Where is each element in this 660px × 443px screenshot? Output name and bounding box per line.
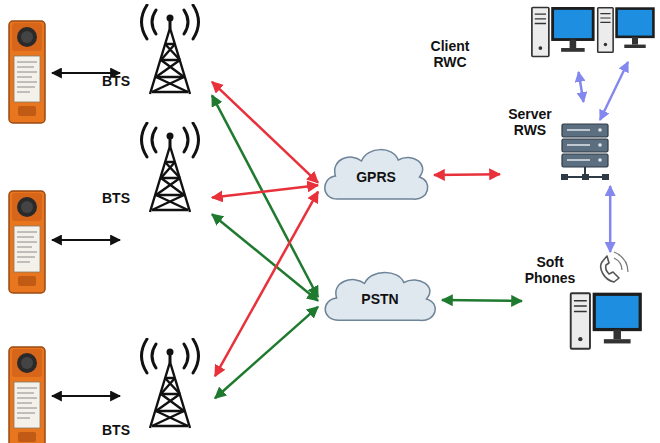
- client-computer-icon: [532, 7, 593, 56]
- node-label: BTS: [102, 422, 130, 438]
- link-arrow: [442, 299, 522, 302]
- radio-link: [52, 395, 120, 397]
- bts-tower-icon: [142, 5, 199, 94]
- softphone-computer-icon: [571, 293, 640, 349]
- node-label: Client RWC: [424, 38, 476, 70]
- server-icon: [561, 124, 609, 180]
- node-label: GPRS: [318, 169, 434, 185]
- bts-node: BTS: [100, 8, 212, 98]
- node-label: BTS: [102, 190, 130, 206]
- radio-link: [52, 239, 120, 241]
- network-cloud: PSTN: [318, 266, 442, 328]
- radio-device: [9, 21, 45, 123]
- link-arrow: [434, 173, 500, 176]
- bts-node: BTS: [100, 124, 212, 216]
- client-link: [600, 62, 628, 120]
- radio-device: [9, 191, 45, 293]
- link-arrow: [212, 95, 318, 297]
- link-arrow: [215, 307, 318, 398]
- client-node: Client RWC: [422, 2, 604, 72]
- link-arrow: [215, 192, 318, 377]
- server-node: Server RWS: [500, 102, 616, 186]
- link-arrow: [212, 82, 318, 183]
- bts-node: BTS: [100, 330, 215, 440]
- bts-tower-icon: [142, 123, 199, 212]
- phone-icon: [614, 252, 628, 272]
- node-label: Server RWS: [502, 106, 558, 138]
- bts-tower-icon: [142, 339, 199, 428]
- client-computer-icon: [598, 8, 654, 53]
- node-label: BTS: [102, 73, 130, 89]
- link-arrow: [609, 186, 612, 252]
- link-arrow: [579, 72, 584, 102]
- softphone-node: Soft Phones: [522, 252, 648, 350]
- node-label: Soft Phones: [522, 254, 578, 286]
- radio-device: [9, 347, 45, 443]
- node-label: PSTN: [318, 291, 442, 307]
- link-arrow: [212, 185, 318, 197]
- network-cloud: GPRS: [318, 143, 434, 207]
